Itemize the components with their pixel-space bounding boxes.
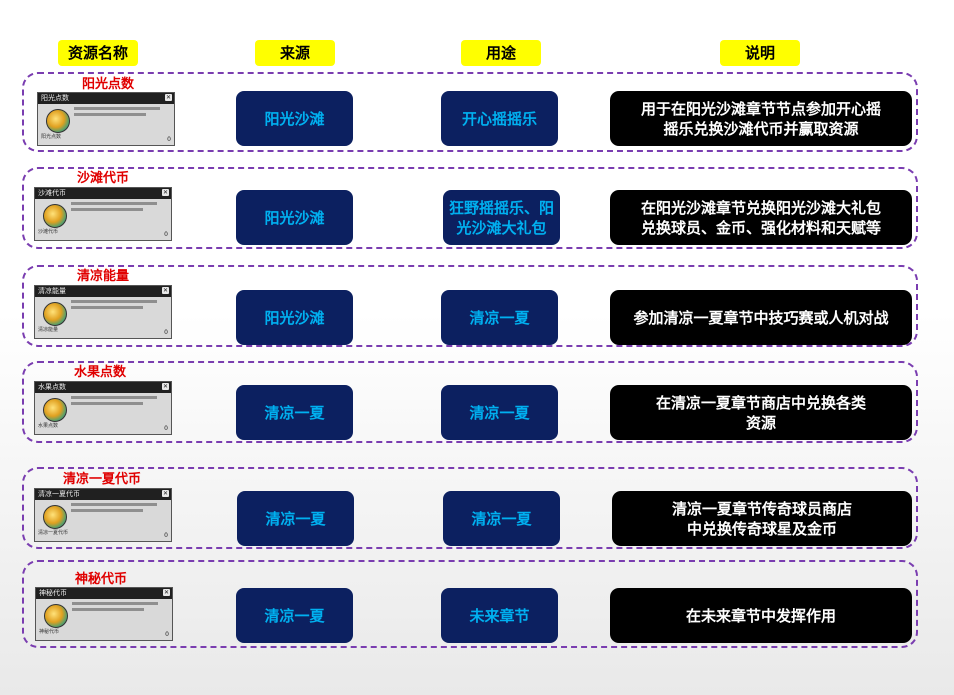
- coin-icon: [43, 204, 67, 228]
- resource-name: 水果点数: [73, 365, 126, 380]
- use-label: 清凉一夏: [469, 308, 530, 327]
- card-text-lines: [71, 300, 167, 312]
- description-box: 在未来章节中发挥作用: [610, 588, 912, 643]
- description-line: 在清凉一夏章节商店中兑换各类: [655, 393, 866, 412]
- header-resource-name: 资源名称: [58, 40, 138, 66]
- source-box: 阳光沙滩: [236, 290, 353, 345]
- description-line: 资源: [745, 413, 776, 432]
- description-line: 兑换球员、金币、强化材料和天赋等: [640, 218, 881, 237]
- header-use: 用途: [461, 40, 541, 66]
- coin-label: 神秘代币: [39, 629, 60, 635]
- close-icon: ✕: [162, 383, 169, 390]
- card-title: 阳光点数: [41, 94, 69, 102]
- card-title: 水果点数: [38, 383, 66, 391]
- card-title: 沙滩代币: [38, 189, 66, 197]
- card-title: 神秘代币: [39, 589, 67, 597]
- use-label: 清凉一夏: [471, 509, 532, 528]
- resource-row: [22, 72, 918, 152]
- description-box: 在清凉一夏章节商店中兑换各类资源: [610, 385, 912, 440]
- use-label-line: 光沙滩大礼包: [456, 218, 547, 237]
- card-text-lines: [71, 503, 167, 515]
- description-box: 参加清凉一夏章节中技巧赛或人机对战: [610, 290, 912, 345]
- coin-label: 沙滩代币: [38, 229, 59, 235]
- description-line: 用于在阳光沙滩章节节点参加开心摇: [640, 99, 881, 118]
- description-line: 中兑换传奇球星及金币: [686, 519, 837, 538]
- coin-label: 阳光点数: [41, 134, 62, 140]
- use-label: 清凉一夏: [469, 403, 530, 422]
- resource-name: 清凉一夏代币: [62, 472, 141, 487]
- source-label: 清凉一夏: [264, 606, 325, 625]
- resource-card-thumbnail: 阳光点数 ✕ 阳光点数 0: [37, 92, 175, 146]
- resource-card-thumbnail: 沙滩代币 ✕ 沙滩代币 0: [34, 187, 172, 241]
- source-label: 阳光沙滩: [264, 208, 325, 227]
- resource-card-thumbnail: 神秘代币 ✕ 神秘代币 0: [35, 587, 173, 641]
- source-label: 清凉一夏: [265, 509, 326, 528]
- description-line: 参加清凉一夏章节中技巧赛或人机对战: [633, 308, 889, 327]
- coin-icon: [43, 302, 67, 326]
- use-box: 开心摇摇乐: [441, 91, 558, 146]
- resource-row: [22, 467, 918, 549]
- use-box: 未来章节: [441, 588, 558, 643]
- source-label: 阳光沙滩: [264, 308, 325, 327]
- coin-label: 水果点数: [38, 423, 59, 429]
- card-count: 0: [164, 532, 168, 539]
- card-title: 清凉能量: [38, 287, 66, 295]
- resource-card-thumbnail: 清凉能量 ✕ 清凉能量 0: [34, 285, 172, 339]
- use-box: 清凉一夏: [443, 491, 560, 546]
- card-count: 0: [164, 425, 168, 432]
- description-line: 清凉一夏章节传奇球员商店: [671, 499, 852, 518]
- use-label: 未来章节: [469, 606, 530, 625]
- resource-name: 沙滩代币: [76, 171, 129, 186]
- close-icon: ✕: [162, 490, 169, 497]
- use-label-line: 狂野摇摇乐、阳: [448, 198, 554, 217]
- close-icon: ✕: [165, 94, 172, 101]
- coin-icon: [46, 109, 70, 133]
- card-count: 0: [164, 329, 168, 336]
- coin-icon: [43, 398, 67, 422]
- card-text-lines: [72, 602, 168, 614]
- description-box: 用于在阳光沙滩章节节点参加开心摇摇乐兑换沙滩代币并赢取资源: [610, 91, 912, 146]
- use-box: 狂野摇摇乐、阳光沙滩大礼包: [443, 190, 560, 245]
- card-count: 0: [165, 631, 169, 638]
- resource-card-thumbnail: 清凉一夏代币 ✕ 清凉一夏代币 0: [34, 488, 172, 542]
- resource-name: 神秘代币: [74, 572, 127, 587]
- source-box: 阳光沙滩: [236, 91, 353, 146]
- description-box: 在阳光沙滩章节兑换阳光沙滩大礼包兑换球员、金币、强化材料和天赋等: [610, 190, 912, 245]
- card-title: 清凉一夏代币: [38, 490, 80, 498]
- use-label: 开心摇摇乐: [461, 109, 537, 128]
- coin-icon: [43, 505, 67, 529]
- resource-row: [22, 560, 918, 648]
- description-line: 在未来章节中发挥作用: [685, 606, 836, 625]
- source-box: 阳光沙滩: [236, 190, 353, 245]
- card-count: 0: [164, 231, 168, 238]
- card-text-lines: [71, 396, 167, 408]
- coin-label: 清凉能量: [38, 327, 59, 333]
- coin-label: 清凉一夏代币: [38, 530, 69, 536]
- source-box: 清凉一夏: [236, 588, 353, 643]
- resource-name: 清凉能量: [76, 269, 129, 284]
- card-count: 0: [167, 136, 171, 143]
- source-label: 清凉一夏: [264, 403, 325, 422]
- header-description: 说明: [720, 40, 800, 66]
- source-label: 阳光沙滩: [264, 109, 325, 128]
- close-icon: ✕: [163, 589, 170, 596]
- source-box: 清凉一夏: [236, 385, 353, 440]
- header-source: 来源: [255, 40, 335, 66]
- description-line: 在阳光沙滩章节兑换阳光沙滩大礼包: [640, 198, 881, 217]
- resource-row: [22, 361, 918, 443]
- card-text-lines: [74, 107, 170, 119]
- description-line: 摇乐兑换沙滩代币并赢取资源: [663, 119, 859, 138]
- resource-name: 阳光点数: [81, 77, 134, 92]
- card-text-lines: [71, 202, 167, 214]
- coin-icon: [44, 604, 68, 628]
- close-icon: ✕: [162, 287, 169, 294]
- close-icon: ✕: [162, 189, 169, 196]
- use-box: 清凉一夏: [441, 290, 558, 345]
- resource-row: [22, 167, 918, 249]
- resource-card-thumbnail: 水果点数 ✕ 水果点数 0: [34, 381, 172, 435]
- resource-row: [22, 265, 918, 347]
- use-box: 清凉一夏: [441, 385, 558, 440]
- source-box: 清凉一夏: [237, 491, 354, 546]
- description-box: 清凉一夏章节传奇球员商店中兑换传奇球星及金币: [612, 491, 912, 546]
